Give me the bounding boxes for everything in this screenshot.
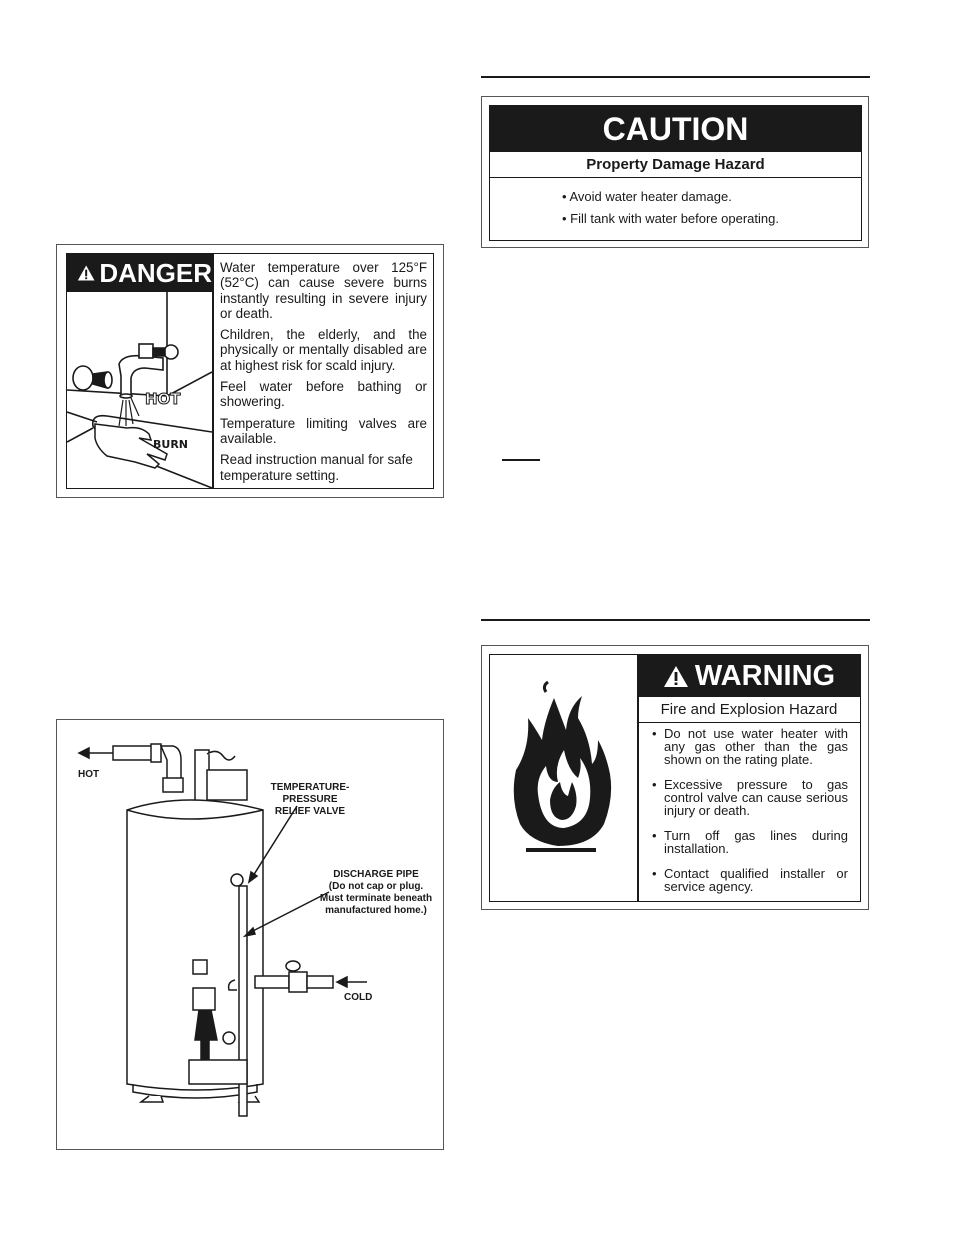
caution-subtitle: Property Damage Hazard [490, 152, 861, 178]
discharge-line: Must terminate beneath [319, 893, 433, 904]
danger-paragraph: Temperature limiting valves are availabl… [220, 415, 427, 446]
warning-item-text: Do not use water heater with any gas oth… [664, 726, 848, 767]
danger-paragraph: Feel water before bathing or showering. [220, 379, 427, 410]
water-heater-diagram [77, 743, 367, 1117]
section-rule-top [481, 76, 870, 78]
danger-paragraph: Water temperature over 125°F (52°C) can … [220, 260, 427, 321]
hand-icon [94, 423, 168, 469]
underline-mark [502, 459, 540, 461]
caution-label [489, 105, 862, 241]
scald-illustration: HOT BURN [67, 292, 212, 488]
section-rule-middle [481, 619, 870, 621]
danger-paragraph: Read instruction manual for safe tempera… [220, 452, 413, 483]
hot-label: HOT [78, 769, 100, 780]
danger-label-frame [56, 244, 444, 498]
warning-header: WARNING [638, 655, 860, 697]
warning-divider [637, 655, 639, 901]
caution-label-frame [481, 96, 869, 248]
discharge-line: (Do not cap or plug. [328, 881, 424, 892]
tp-valve-label: TEMPERATURE- PRESSURE RELIEF VALVE [262, 782, 358, 818]
danger-header: DANGER [67, 254, 212, 292]
warning-list: •Do not use water heater with any gas ot… [650, 727, 848, 905]
warning-item-text: Excessive pressure to gas control valve … [664, 777, 848, 818]
warning-item: •Excessive pressure to gas control valve… [652, 777, 848, 818]
warning-triangle-icon [77, 265, 95, 281]
warning-label [489, 654, 861, 902]
caution-item: • Avoid water heater damage. [562, 189, 732, 204]
danger-text: Water temperature over 125°F (52°C) can … [220, 260, 427, 489]
discharge-line: DISCHARGE PIPE [333, 869, 419, 880]
danger-label [66, 253, 434, 489]
caution-title: CAUTION [490, 106, 861, 152]
tp-valve-line: RELIEF VALVE [274, 806, 346, 817]
discharge-pipe-label: DISCHARGE PIPE (Do not cap or plug. Must… [312, 869, 440, 917]
warning-label-frame [481, 645, 869, 910]
warning-triangle-icon [663, 665, 688, 687]
water-heater-diagram-frame [56, 719, 444, 1150]
danger-paragraph: Children, the elderly, and the physicall… [220, 327, 427, 373]
warning-item-text: Turn off gas lines during installation. [664, 828, 848, 856]
discharge-line: manufactured home.) [325, 905, 427, 916]
tp-valve-line: TEMPERATURE- [270, 782, 350, 793]
hot-text: HOT [145, 390, 181, 408]
danger-divider [212, 254, 214, 488]
danger-title: DANGER [99, 258, 212, 288]
warning-item: •Contact qualified installer or service … [652, 866, 848, 894]
warning-item: •Turn off gas lines during installation. [652, 828, 848, 856]
cold-label: COLD [344, 992, 373, 1003]
burn-text: BURN [153, 438, 188, 451]
warning-item-text: Contact qualified installer or service a… [664, 866, 848, 894]
warning-title: WARNING [694, 660, 836, 692]
tp-valve-line: PRESSURE [282, 794, 338, 805]
faucet-icon [72, 343, 179, 399]
warning-subtitle: Fire and Explosion Hazard [638, 697, 860, 723]
warning-item: •Do not use water heater with any gas ot… [652, 726, 848, 767]
caution-list: • Avoid water heater damage. • Fill tank… [562, 186, 779, 230]
caution-item: • Fill tank with water before operating. [562, 211, 779, 226]
flame-icon [513, 680, 612, 852]
